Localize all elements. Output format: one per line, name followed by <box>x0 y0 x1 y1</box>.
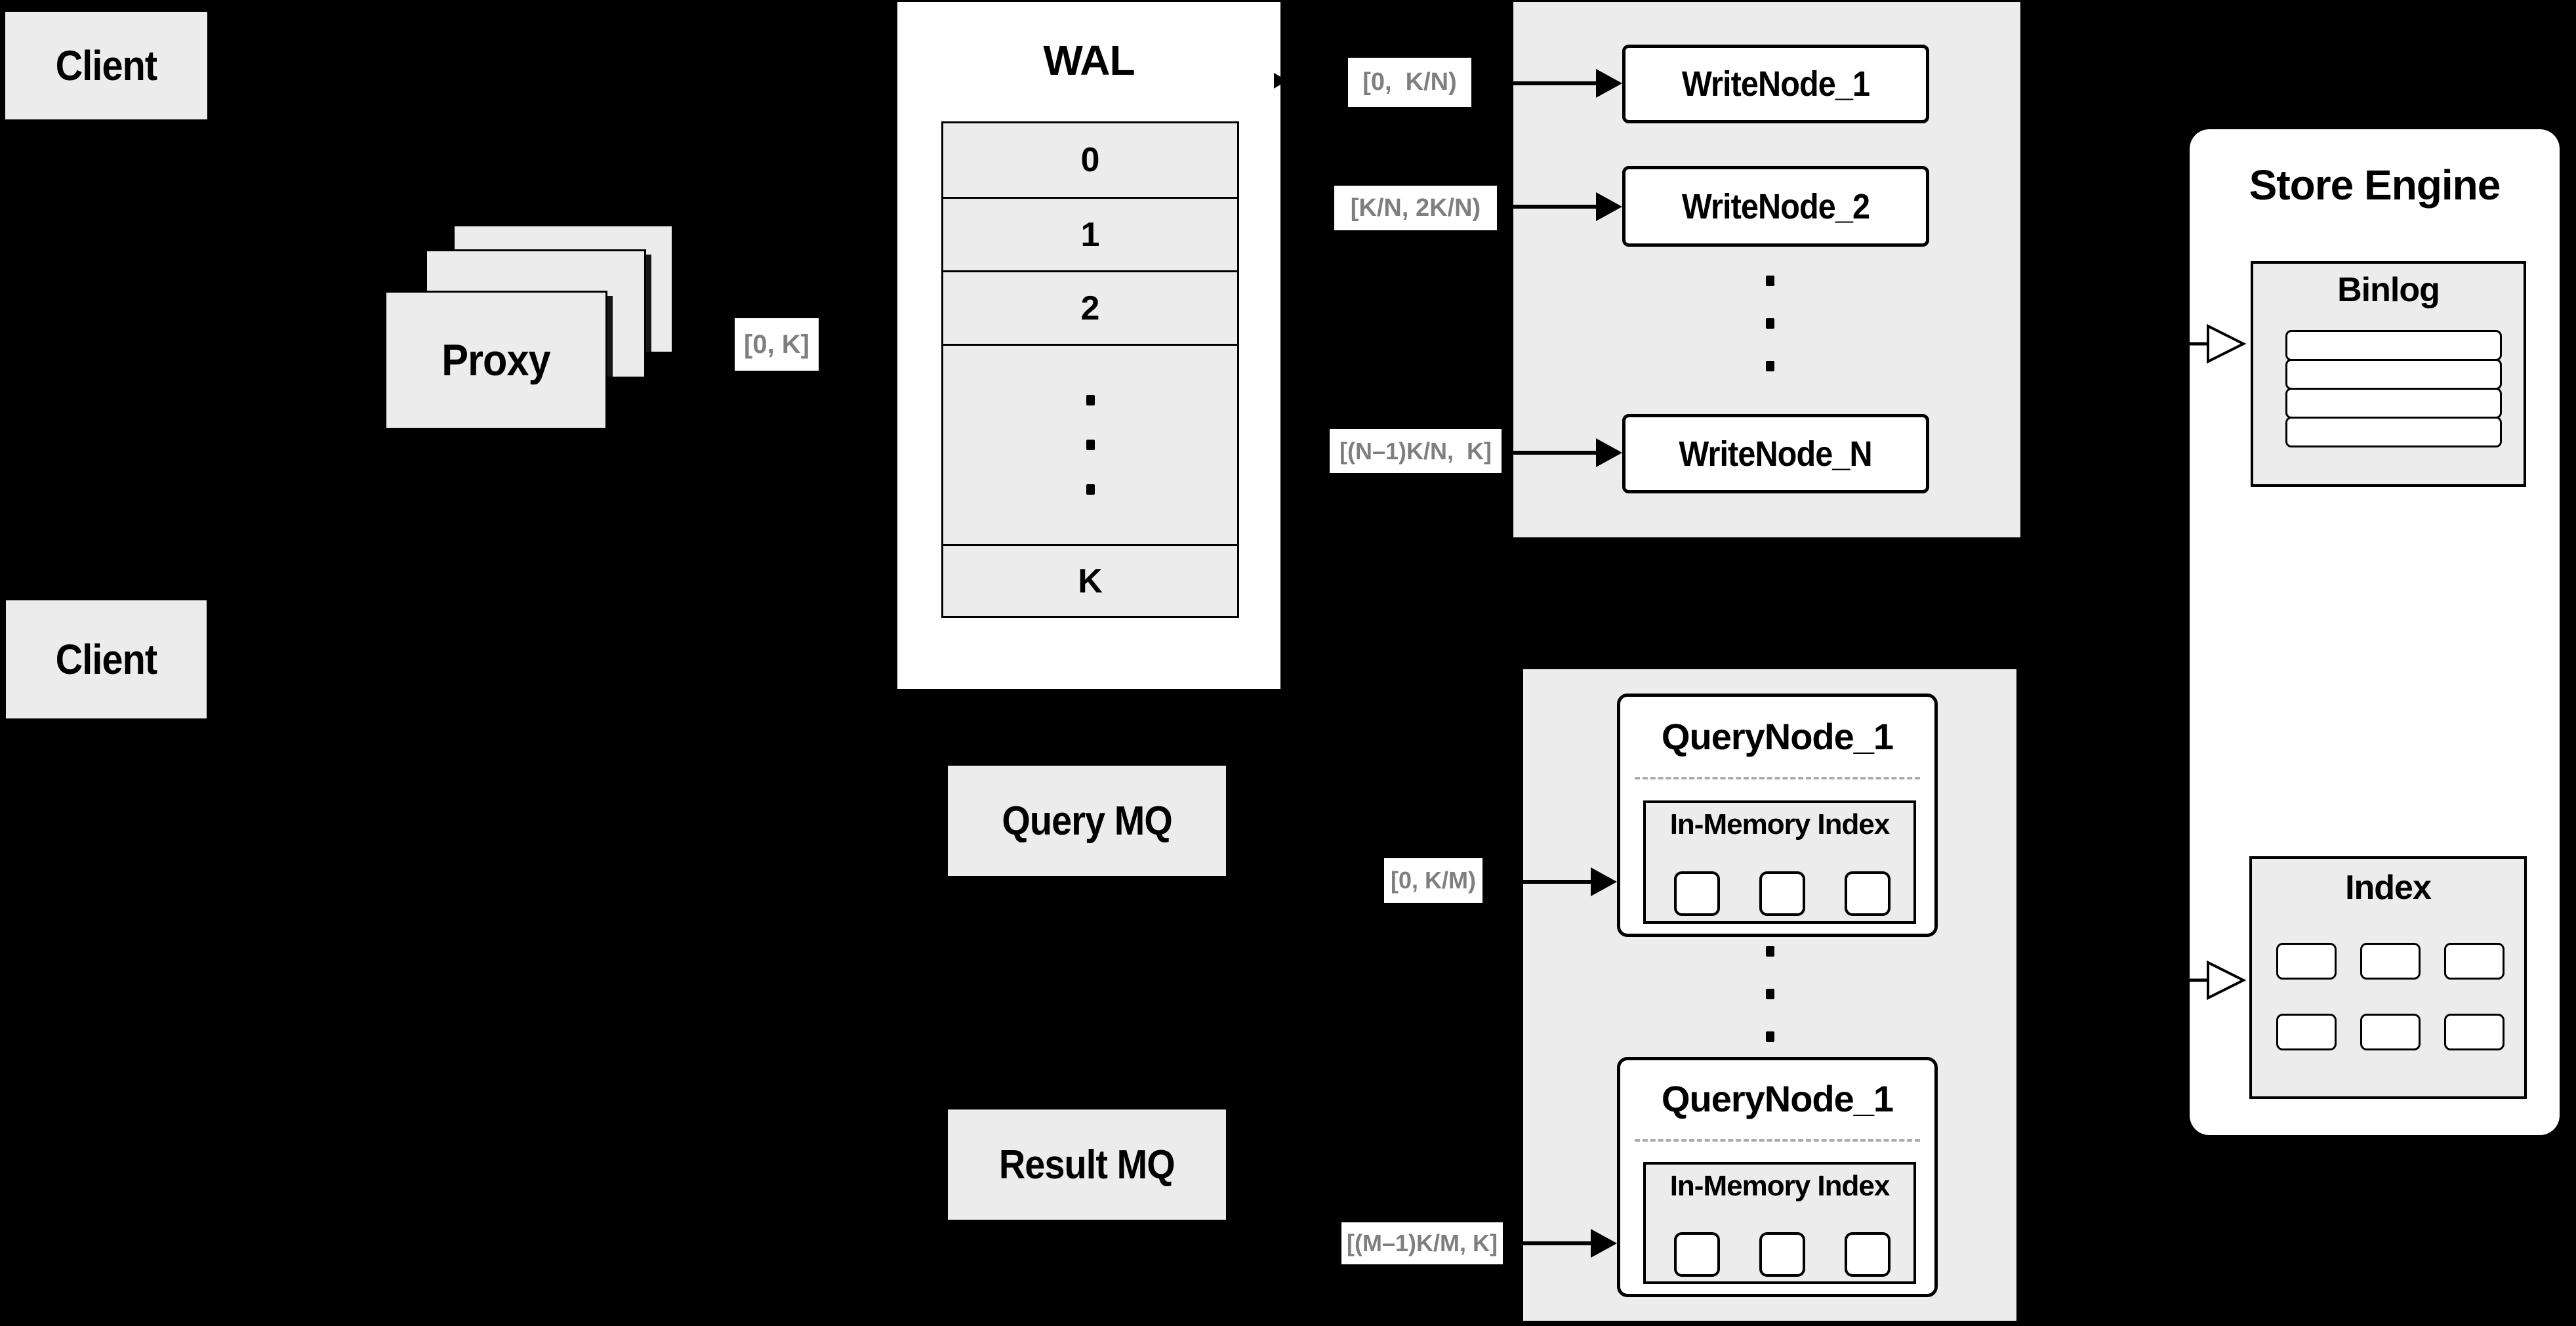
client-bottom-label: Client <box>55 636 158 683</box>
dot <box>1086 484 1095 495</box>
binlog-row <box>2285 388 2502 419</box>
query-mq-box: Query MQ <box>948 766 1226 876</box>
memory-segment-cell <box>1674 871 1720 916</box>
wal-segment-ellipsis <box>941 344 1239 546</box>
dot <box>1766 361 1774 371</box>
write-node-n-label: WriteNode_N <box>1679 434 1873 474</box>
dashed-divider <box>1635 1139 1920 1142</box>
wal-segment-0: 0 <box>941 121 1239 199</box>
dot <box>1766 989 1774 999</box>
proxy-label: Proxy <box>441 335 550 385</box>
binlog-box: Binlog <box>2251 261 2526 487</box>
in-memory-index-a-title: In-Memory Index <box>1669 808 1891 840</box>
query-node-ellipsis <box>1766 946 1774 1042</box>
query-mq-label: Query MQ <box>1002 798 1172 844</box>
binlog-row <box>2285 359 2502 390</box>
dot <box>1766 276 1774 286</box>
wal-segment-1: 1 <box>941 197 1239 272</box>
range-label-query-m: [(M–1)K/M, K] <box>1341 1222 1503 1264</box>
memory-segment-cell <box>1845 871 1891 916</box>
index-box: Index <box>2249 856 2527 1099</box>
write-node-ellipsis <box>1766 276 1774 371</box>
store-engine-box: Store Engine Binlog Index <box>2190 129 2560 1135</box>
client-box-top: Client <box>5 12 207 119</box>
memory-segment-cell <box>1759 871 1805 916</box>
memory-segment-cell <box>1845 1232 1891 1277</box>
client-box-bottom: Client <box>6 600 207 718</box>
in-memory-index-b: In-Memory Index <box>1643 1162 1916 1284</box>
wal-box: WAL 0 1 2 K <box>897 2 1280 689</box>
index-cell <box>2360 943 2421 980</box>
index-cell <box>2444 943 2504 980</box>
query-node-a: QueryNode_1 In-Memory Index <box>1617 694 1938 937</box>
write-node-2-label: WriteNode_2 <box>1681 186 1870 226</box>
dot <box>1086 440 1095 450</box>
write-node-n: WriteNode_N <box>1622 414 1929 493</box>
range-label-query-1: [0, K/M) <box>1384 858 1482 903</box>
store-engine-title: Store Engine <box>2249 161 2501 209</box>
memory-segment-cell <box>1759 1232 1805 1277</box>
wal-segment-k: K <box>941 544 1239 618</box>
binlog-title: Binlog <box>2337 271 2440 309</box>
range-label-write-2: [K/N, 2K/N) <box>1334 186 1497 230</box>
range-label-write-1: [0, K/N) <box>1348 58 1471 107</box>
query-node-b: QueryNode_1 In-Memory Index <box>1617 1057 1938 1297</box>
wal-segment-stack: 0 1 2 K <box>941 121 1239 618</box>
write-node-1: WriteNode_1 <box>1622 45 1929 123</box>
in-memory-index-b-title: In-Memory Index <box>1669 1170 1891 1202</box>
wal-segment-2: 2 <box>941 270 1239 346</box>
in-memory-index-a: In-Memory Index <box>1643 800 1916 924</box>
index-cell <box>2360 1014 2421 1050</box>
dot <box>1766 1031 1774 1042</box>
binlog-row <box>2285 330 2502 361</box>
index-cell <box>2276 1014 2337 1050</box>
dot <box>1766 946 1774 957</box>
index-title: Index <box>2345 869 2432 907</box>
query-node-b-title: QueryNode_1 <box>1661 1078 1894 1119</box>
query-node-a-title: QueryNode_1 <box>1661 716 1894 757</box>
index-cell <box>2444 1014 2504 1050</box>
index-cell <box>2276 943 2337 980</box>
result-mq-box: Result MQ <box>948 1109 1226 1220</box>
proxy-card-front: Proxy <box>384 291 607 430</box>
dashed-divider <box>1635 777 1920 779</box>
range-label-write-n: [(N–1)K/N, K] <box>1330 429 1502 473</box>
write-node-2: WriteNode_2 <box>1622 166 1929 247</box>
dot <box>1766 318 1774 329</box>
range-label-proxy-out: [0, K] <box>735 318 819 371</box>
dot <box>1086 395 1095 405</box>
binlog-rows <box>2285 330 2502 447</box>
wal-title: WAL <box>1043 37 1135 84</box>
memory-segment-cell <box>1674 1232 1720 1277</box>
binlog-row <box>2285 417 2502 447</box>
result-mq-label: Result MQ <box>999 1142 1176 1188</box>
client-top-label: Client <box>55 42 158 89</box>
write-node-1-label: WriteNode_1 <box>1681 64 1870 104</box>
ellipsis-dots-vertical <box>1086 395 1095 495</box>
